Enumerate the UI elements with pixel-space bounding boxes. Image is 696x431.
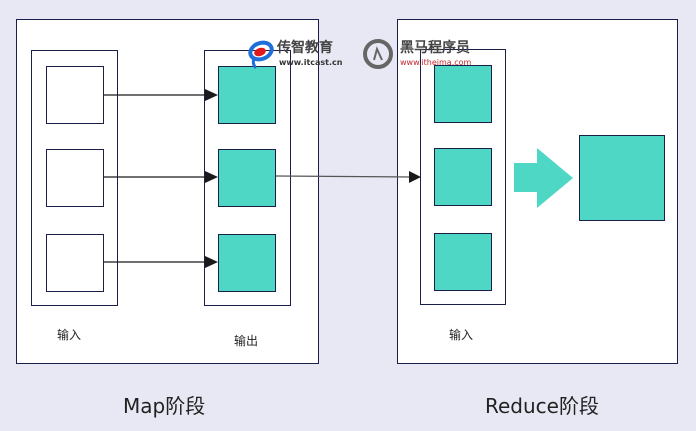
map-output-box-3: [218, 234, 276, 292]
itcast-watermark: 传智教育 www.itcast.cn: [246, 38, 346, 72]
itcast-logo-icon: [248, 40, 274, 70]
map-input-box-2: [46, 149, 104, 207]
reduce-input-box-3: [434, 233, 492, 291]
map-input-box-1: [46, 66, 104, 124]
reduce-input-box-1: [434, 65, 492, 123]
map-arrow-3: [104, 256, 218, 268]
map-input-label: 输入: [57, 328, 82, 342]
itheima-name: 黑马程序员: [400, 40, 470, 56]
map-output-box-1: [218, 66, 276, 124]
itcast-name: 传智教育: [277, 40, 333, 56]
map-output-label: 输出: [234, 334, 259, 348]
itheima-watermark: 黑马程序员 www.itheima.com: [362, 38, 482, 72]
reduce-stage-title: Reduce阶段: [485, 394, 599, 418]
map-arrow-1: [104, 89, 218, 101]
itcast-url: www.itcast.cn: [279, 58, 343, 67]
map-arrow-2: [104, 171, 218, 183]
reduce-input-label: 输入: [449, 328, 474, 342]
itheima-horse-logo-icon: [363, 39, 393, 69]
map-output-box-2: [218, 149, 276, 207]
map-input-box-3: [46, 234, 104, 292]
reduce-input-box-2: [434, 148, 492, 206]
reduce-output-box: [579, 135, 665, 221]
shuffle-arrow: [275, 171, 421, 183]
map-stage-title: Map阶段: [123, 394, 206, 418]
reduce-block-arrow: [514, 148, 573, 208]
itheima-url: www.itheima.com: [400, 58, 472, 67]
